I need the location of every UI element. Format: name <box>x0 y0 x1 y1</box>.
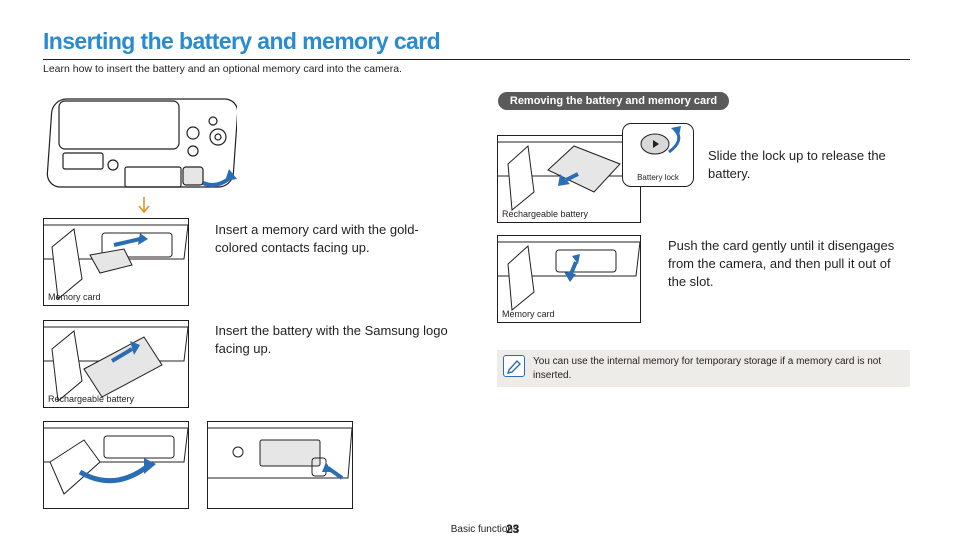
cover-latched-figure <box>207 421 353 509</box>
note-text: You can use the internal memory for temp… <box>533 356 882 381</box>
figure-caption: Rechargeable battery <box>48 394 135 404</box>
memory-card-insert-figure: Memory card <box>43 218 189 306</box>
battery-lock-illustration <box>640 126 681 155</box>
footer-section: Basic functions <box>450 524 518 535</box>
section-label-removing: Removing the battery and memory card <box>498 92 729 110</box>
note-pencil-icon <box>503 355 525 377</box>
note-box: You can use the internal memory for temp… <box>497 350 910 387</box>
battery-remove-figure: Rechargeable battery <box>497 135 641 223</box>
close-cover-figure <box>43 421 189 509</box>
step-release-battery: Slide the lock up to release the battery… <box>708 148 886 181</box>
title-rule <box>43 59 910 60</box>
figure-caption: Rechargeable battery <box>502 209 589 219</box>
battery-lock-callout: Battery lock <box>622 123 694 187</box>
arrow-down-icon <box>138 197 150 214</box>
callout-label: Battery lock <box>637 173 679 182</box>
step-insert-battery: Insert the battery with the Samsung logo… <box>215 323 448 356</box>
camera-slot-illustration <box>44 224 188 300</box>
camera-back-illustration <box>46 98 237 188</box>
figure-caption: Memory card <box>48 292 101 302</box>
figure-caption: Memory card <box>502 309 555 319</box>
cover-latched-illustration <box>208 427 352 480</box>
battery-slot-illustration <box>44 326 188 402</box>
card-remove-figure: Memory card <box>497 235 641 323</box>
page-number: 23 <box>506 522 520 536</box>
close-cover-illustration <box>44 427 188 495</box>
battery-insert-figure: Rechargeable battery <box>43 320 189 408</box>
step-insert-memory-card: Insert a memory card with the gold-color… <box>215 222 419 255</box>
intro-text: Learn how to insert the battery and an o… <box>43 63 402 75</box>
card-remove-illustration <box>498 241 640 311</box>
step-remove-card: Push the card gently until it disengages… <box>668 238 895 289</box>
battery-remove-illustration <box>498 141 640 211</box>
page-title: Inserting the battery and memory card <box>43 28 441 54</box>
